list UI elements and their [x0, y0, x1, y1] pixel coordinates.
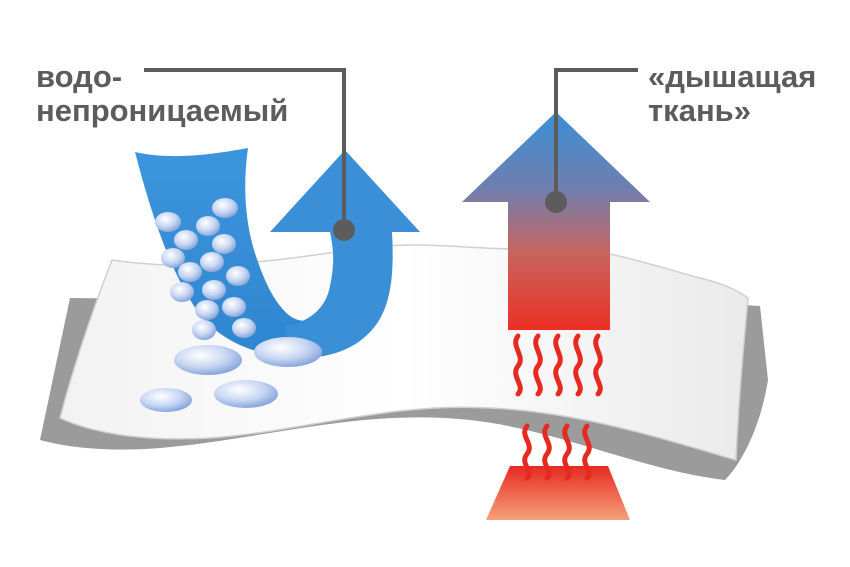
waterproof-label-line2: непроницаемый	[36, 94, 288, 128]
waterproof-label-line1: водо-	[36, 60, 122, 94]
leader-dot-left	[333, 219, 355, 241]
fabric-front-layer	[60, 245, 748, 460]
breathable-label-line1: «дышащая	[648, 60, 816, 94]
heat-source	[486, 466, 630, 520]
breathable-label-line2: ткань»	[648, 94, 751, 128]
leader-dot-right	[545, 191, 567, 213]
